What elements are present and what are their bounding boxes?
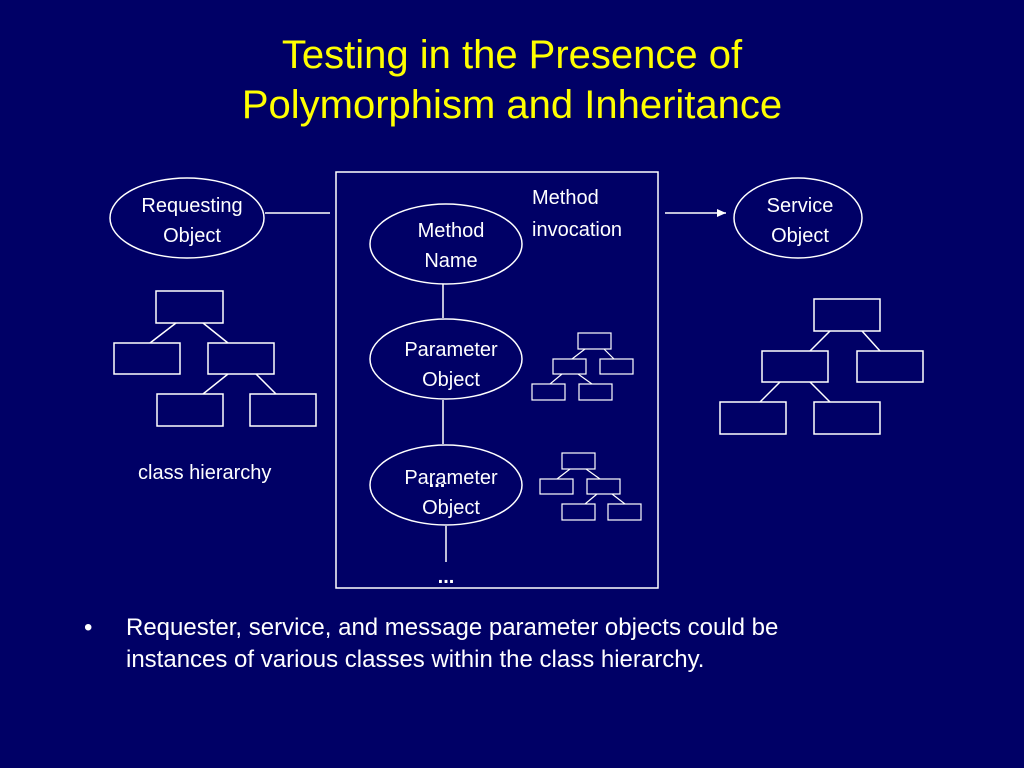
- message-box: [335, 171, 659, 589]
- requesting-object-label-line-1: Requesting: [141, 195, 242, 217]
- param2-hierarchy-child-box: [586, 478, 621, 495]
- bullet-item: • Requester, service, and message parame…: [84, 612, 964, 676]
- param2-hierarchy-edge: [584, 493, 598, 505]
- method-invocation-label-line-1: Method: [532, 187, 599, 209]
- right-hierarchy-edge: [861, 330, 881, 352]
- bottom-ellipsis: ...: [438, 566, 455, 588]
- parameter-object-1-label-line-2: Object: [422, 369, 480, 391]
- parameter-object-2-label-line-2: Object: [422, 497, 480, 519]
- bullet-list: • Requester, service, and message parame…: [84, 612, 964, 676]
- param1-hierarchy-grandchild-box: [578, 383, 613, 401]
- parameter-object-1-label-line-1: Parameter: [404, 339, 498, 361]
- bullet-text-line-1: Requester, service, and message paramete…: [126, 614, 779, 641]
- title-line-1: Testing in the Presence of: [281, 33, 743, 77]
- param2-hierarchy-grandchild-box: [561, 503, 596, 521]
- left-hierarchy-root-box: [155, 290, 224, 324]
- param1-hierarchy-child-box: [599, 358, 634, 375]
- method-name-ellipse: [369, 203, 523, 285]
- right-class-hierarchy: [719, 298, 924, 435]
- slide-title: Testing in the Presence of Polymorphism …: [0, 30, 1024, 130]
- right-hierarchy-child-box: [761, 350, 829, 383]
- right-hierarchy-root-box: [813, 298, 881, 332]
- service-object-label-line-2: Object: [771, 225, 829, 247]
- bullet-text-line-2: instances of various classes within the …: [126, 646, 705, 673]
- param2-hierarchy-edge: [585, 468, 601, 480]
- param1-hierarchy-root-box: [577, 332, 612, 350]
- parameter-object-2-overlap-ellipsis: ...: [429, 470, 446, 492]
- param1-hierarchy-edge: [549, 373, 563, 385]
- left-hierarchy-child-box: [207, 342, 275, 375]
- left-hierarchy-grandchild-box: [249, 393, 317, 427]
- class-hierarchy-label: class hierarchy: [138, 462, 271, 484]
- service-object-label-line-1: Service: [767, 195, 834, 217]
- param1-hierarchy-grandchild-box: [531, 383, 566, 401]
- param1-hierarchy-edge: [577, 373, 593, 385]
- right-hierarchy-grandchild-box: [813, 401, 881, 435]
- left-hierarchy-child-box: [113, 342, 181, 375]
- right-hierarchy-edge: [759, 381, 781, 403]
- requesting-object-label-line-2: Object: [163, 225, 221, 247]
- right-hierarchy-child-box: [856, 350, 924, 383]
- left-hierarchy-edge: [255, 373, 277, 395]
- param2-hierarchy-grandchild-box: [607, 503, 642, 521]
- left-hierarchy-edge: [202, 373, 229, 395]
- method-name-label-line-2: Name: [424, 250, 477, 272]
- requesting-object-ellipse: [109, 177, 265, 259]
- left-hierarchy-edge: [149, 322, 177, 344]
- right-hierarchy-grandchild-box: [719, 401, 787, 435]
- param1-hierarchy-child-box: [552, 358, 587, 375]
- bullet-marker: •: [84, 614, 93, 641]
- right-hierarchy-edge: [809, 330, 831, 352]
- param2-hierarchy-root-box: [561, 452, 596, 470]
- parameter-class-hierarchy-2: [539, 452, 642, 521]
- param1-hierarchy-edge: [603, 348, 615, 360]
- left-class-hierarchy: [113, 290, 317, 427]
- service-object-ellipse: [733, 177, 863, 259]
- param1-hierarchy-edge: [571, 348, 586, 360]
- parameter-object-2-label-line-1: Parameter: [404, 467, 498, 489]
- param2-hierarchy-edge: [556, 468, 571, 480]
- param2-hierarchy-edge: [611, 493, 626, 505]
- right-hierarchy-edge: [809, 381, 831, 403]
- method-invocation-label-line-2: invocation: [532, 219, 622, 241]
- parameter-object-ellipse-2: [369, 444, 523, 526]
- method-name-label-line-1: Method: [418, 220, 485, 242]
- parameter-class-hierarchy-1: [531, 332, 634, 401]
- left-hierarchy-edge: [202, 322, 229, 344]
- left-hierarchy-grandchild-box: [156, 393, 224, 427]
- title-line-2: Polymorphism and Inheritance: [241, 83, 783, 127]
- parameter-object-ellipse-1: [369, 318, 523, 400]
- param2-hierarchy-child-box: [539, 478, 574, 495]
